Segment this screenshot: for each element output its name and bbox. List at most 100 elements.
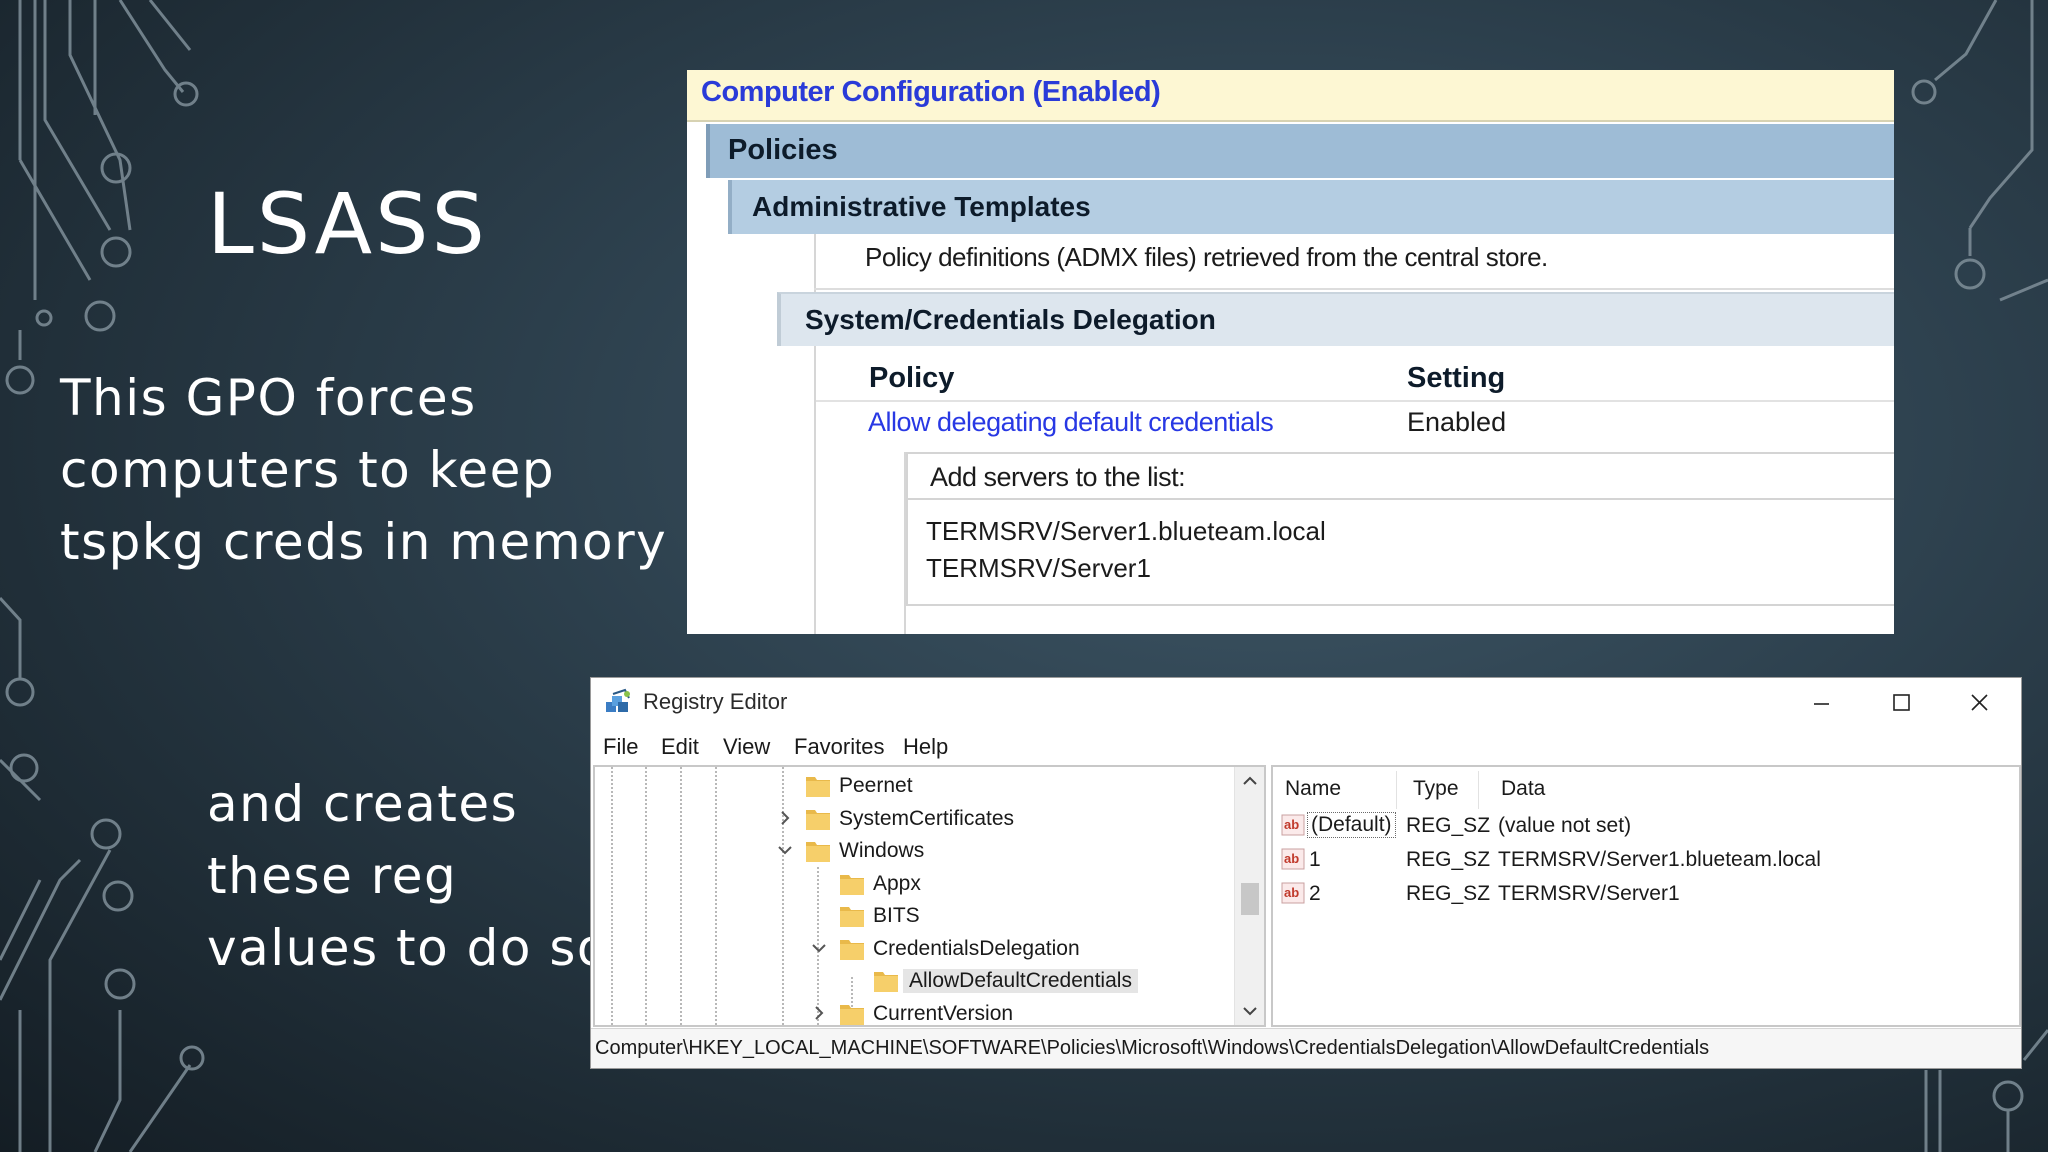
- tree-node-label: Peernet: [839, 774, 913, 797]
- tree-node-label: CredentialsDelegation: [873, 936, 1080, 960]
- folder-icon: [840, 874, 864, 895]
- gpo-policies-header[interactable]: Policies: [706, 124, 1894, 178]
- tree-guide-line: [611, 767, 613, 1025]
- folder-icon: [840, 939, 864, 960]
- tree-guide-line: [680, 767, 682, 1025]
- tree-guide-line: [782, 767, 784, 1025]
- menu-bar: File Edit View Favorites Help: [591, 732, 2021, 764]
- column-separator[interactable]: [1478, 771, 1479, 809]
- value-name: (Default): [1307, 812, 1396, 838]
- tree-node-label: Appx: [873, 871, 921, 895]
- gpo-server-list-box: Add servers to the list:: [906, 452, 1894, 606]
- svg-text:ab: ab: [1284, 817, 1299, 832]
- scroll-up-icon[interactable]: [1240, 771, 1260, 791]
- slide-body-line: This GPO forces: [60, 369, 477, 427]
- maximize-button[interactable]: [1861, 680, 1941, 724]
- tree-guide-line: [715, 767, 717, 1025]
- menu-view[interactable]: View: [723, 734, 771, 759]
- folder-icon: [806, 842, 830, 862]
- chevron-down-icon[interactable]: [809, 938, 829, 958]
- folder-icon: [874, 972, 898, 992]
- tree-node-label: Windows: [839, 839, 925, 862]
- maximize-icon: [1893, 694, 1910, 711]
- chevron-right-icon[interactable]: [775, 808, 795, 828]
- value-type: REG_SZ: [1406, 848, 1491, 871]
- slide-body-reg: and creates these reg values to do so: [207, 768, 609, 984]
- registry-values-list[interactable]: Name Type Data ab (Default) REG_SZ (value n…: [1271, 765, 2021, 1027]
- gpo-server-entry: TERMSRV/Server1: [926, 553, 1151, 583]
- slide-body-gpo: This GPO forces computers to keep tspkg …: [60, 362, 667, 578]
- slide-body-line: computers to keep: [60, 441, 556, 499]
- gpo-policy-setting: Enabled: [1407, 407, 1507, 437]
- gpo-indent-line: [814, 234, 816, 634]
- value-type: REG_SZ: [1406, 814, 1491, 837]
- close-button[interactable]: [1939, 680, 2019, 724]
- value-type: REG_SZ: [1406, 882, 1491, 905]
- folder-icon: [806, 777, 830, 797]
- menu-help[interactable]: Help: [903, 734, 949, 759]
- value-data: TERMSRV/Server1: [1498, 882, 1680, 905]
- value-name: 2: [1309, 882, 1321, 905]
- value-data: TERMSRV/Server1.blueteam.local: [1498, 848, 1821, 871]
- gpo-divider: [816, 400, 1894, 402]
- menu-file[interactable]: File: [603, 734, 639, 759]
- tree-guide-line: [817, 867, 819, 1025]
- string-value-icon: ab: [1281, 848, 1305, 870]
- folder-icon: [806, 809, 830, 830]
- slide-body-line: tspkg creds in memory: [60, 513, 668, 571]
- minimize-button[interactable]: [1781, 680, 1861, 724]
- folder-icon: [840, 907, 864, 927]
- gpo-report-panel: Computer Configuration (Enabled) Policie…: [687, 70, 1894, 634]
- menu-favorites[interactable]: Favorites: [794, 734, 885, 759]
- status-bar-path: Computer\HKEY_LOCAL_MACHINE\SOFTWARE\Pol…: [591, 1028, 2021, 1068]
- minimize-icon: [1814, 703, 1829, 705]
- gpo-server-list-label: Add servers to the list:: [908, 454, 1894, 500]
- registry-editor-icon: [606, 688, 630, 712]
- gpo-divider: [814, 288, 1894, 290]
- string-value-icon: ab: [1281, 814, 1305, 836]
- value-row[interactable]: ab 2 REG_SZ TERMSRV/Server1: [1273, 879, 2019, 911]
- value-row[interactable]: ab 1 REG_SZ TERMSRV/Server1.blueteam.local: [1273, 845, 2019, 877]
- value-row[interactable]: ab (Default) REG_SZ (value not set): [1273, 811, 2019, 843]
- gpo-definitions-note: Policy definitions (ADMX files) retrieve…: [865, 242, 1548, 272]
- title-bar[interactable]: Registry Editor: [591, 678, 2021, 726]
- tree-node-label: BITS: [873, 904, 920, 927]
- column-header-type[interactable]: Type: [1413, 777, 1459, 800]
- tree-node-label: SystemCertificates: [839, 806, 1015, 830]
- close-icon: [1971, 694, 1988, 711]
- scroll-thumb[interactable]: [1241, 883, 1259, 915]
- tree-scrollbar[interactable]: [1234, 767, 1264, 1025]
- folder-icon: [840, 1004, 864, 1025]
- gpo-column-setting: Setting: [1407, 362, 1506, 394]
- gpo-server-entry: TERMSRV/Server1.blueteam.local: [926, 516, 1326, 546]
- slide-body-line: values to do so: [207, 919, 609, 977]
- tree-guide-line: [645, 767, 647, 1025]
- tree-guide-line: [851, 977, 853, 1007]
- tree-node-label: AllowDefaultCredentials: [903, 969, 1138, 993]
- slide-body-line: these reg: [207, 847, 458, 905]
- column-separator[interactable]: [1396, 771, 1397, 809]
- chevron-down-icon[interactable]: [775, 840, 795, 860]
- gpo-indent-line: [904, 452, 906, 634]
- chevron-right-icon[interactable]: [809, 1003, 829, 1023]
- slide-body-line: and creates: [207, 775, 519, 833]
- svg-text:ab: ab: [1284, 885, 1299, 900]
- column-header-data[interactable]: Data: [1501, 777, 1546, 800]
- gpo-column-policy: Policy: [869, 362, 955, 394]
- slide-title: LSASS: [207, 175, 488, 273]
- gpo-credentials-delegation-header[interactable]: System/Credentials Delegation: [777, 292, 1894, 346]
- gpo-section-header[interactable]: Computer Configuration (Enabled): [687, 70, 1894, 122]
- value-name: 1: [1309, 848, 1321, 871]
- registry-editor-window: Registry Editor File Edit View Favorites…: [590, 677, 2022, 1069]
- menu-edit[interactable]: Edit: [661, 734, 699, 759]
- tree-node-label: CurrentVersion: [873, 1001, 1014, 1025]
- scroll-down-icon[interactable]: [1240, 1001, 1260, 1021]
- gpo-policy-link[interactable]: Allow delegating default credentials: [868, 407, 1274, 437]
- window-title: Registry Editor: [643, 689, 788, 714]
- svg-text:ab: ab: [1284, 851, 1299, 866]
- column-header-name[interactable]: Name: [1285, 777, 1342, 800]
- value-data: (value not set): [1498, 814, 1632, 837]
- gpo-admin-templates-header[interactable]: Administrative Templates: [728, 180, 1894, 234]
